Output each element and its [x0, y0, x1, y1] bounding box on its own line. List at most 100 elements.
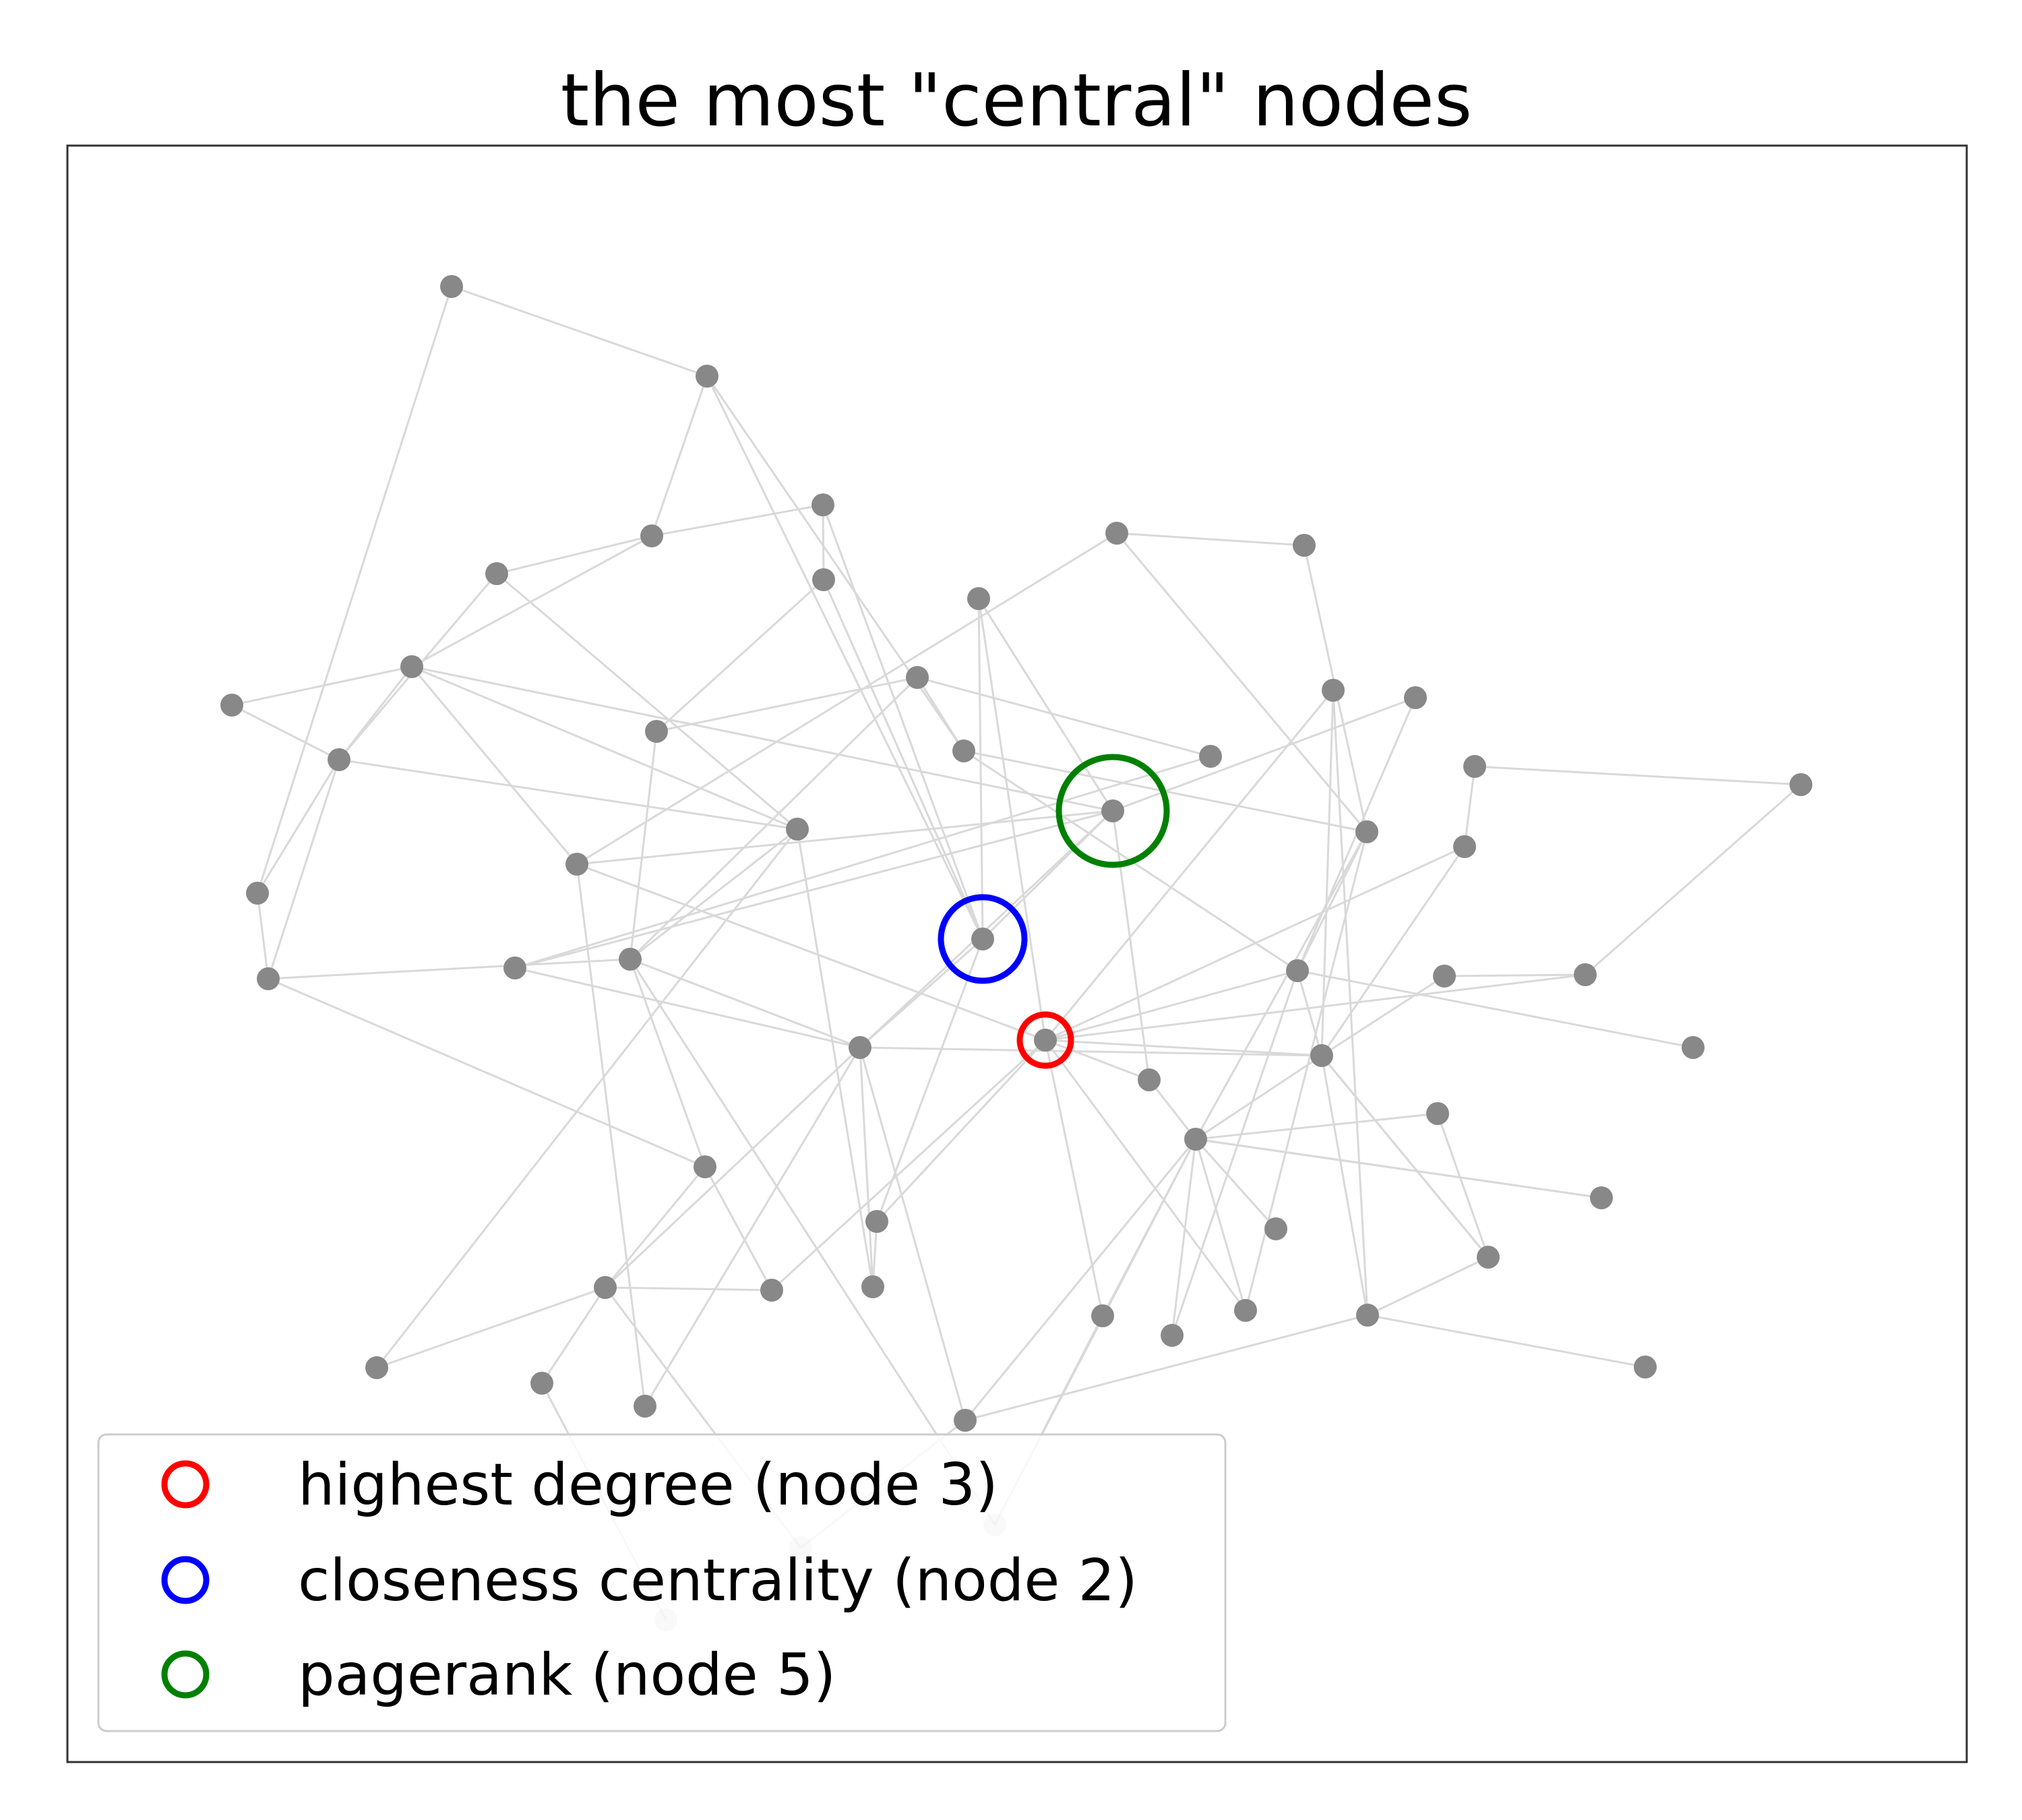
graph-edge [630, 958, 861, 1049]
graph-node [1091, 1304, 1114, 1327]
highlight-ring-pagerank [1055, 754, 1170, 868]
graph-edge [629, 731, 658, 960]
graph-edge [541, 1287, 607, 1384]
graph-node [811, 493, 834, 516]
graph-edge [576, 810, 1113, 866]
graph-node [634, 1395, 656, 1418]
legend-label-degree: highest degree (node 3) [298, 1451, 998, 1519]
graph-node [906, 666, 929, 689]
graph-node [1101, 799, 1124, 822]
highlight-ring-closeness [938, 894, 1028, 984]
graph-node [1477, 1246, 1500, 1269]
graph-edge [1115, 533, 1368, 832]
legend-marker-pagerank [161, 1650, 210, 1699]
graph-node [1574, 963, 1597, 986]
graph-edge [706, 375, 965, 752]
graph-edge [1045, 845, 1465, 1041]
graph-node [760, 1279, 783, 1302]
graph-edge [1320, 1055, 1369, 1316]
graph-edge [576, 863, 1046, 1041]
graph-node [865, 1210, 888, 1233]
graph-edge [876, 938, 984, 1222]
graph-edge [376, 1286, 606, 1369]
graph-edge [1171, 1139, 1197, 1336]
graph-edge [231, 665, 412, 706]
graph-node [696, 365, 718, 388]
graph-node [1590, 1186, 1613, 1209]
graph-node [1310, 1044, 1333, 1067]
graph-edge [655, 578, 825, 733]
graph-edge [651, 504, 824, 537]
legend-label-closeness: closeness centrality (node 2) [298, 1547, 1138, 1614]
graph-node [1433, 965, 1456, 988]
graph-edge [822, 504, 984, 940]
graph-edge [411, 665, 798, 830]
graph-edge [1320, 846, 1466, 1056]
graph-edge [514, 810, 1113, 969]
graph-edge [629, 676, 919, 961]
graph-edge [1195, 1112, 1438, 1141]
graph-edge [1367, 1256, 1489, 1316]
graph-edge [410, 666, 578, 865]
graph-edge [231, 704, 340, 761]
graph-node [849, 1036, 871, 1059]
graph-node [786, 818, 809, 841]
graph-edge [981, 810, 1114, 940]
graph-node [565, 853, 588, 876]
graph-edge [916, 677, 965, 752]
graph-edge [770, 1039, 1047, 1292]
graph-node [400, 655, 423, 678]
graph-edge [1044, 1039, 1104, 1316]
graph-node [328, 748, 350, 771]
graph-node [220, 694, 243, 717]
graph-node [1634, 1356, 1657, 1378]
graph-node [246, 882, 269, 905]
graph-node [440, 275, 463, 298]
graph-edge [656, 676, 918, 733]
graph-edge [1194, 831, 1368, 1140]
graph-node [1682, 1036, 1705, 1059]
graph-edge [859, 1047, 967, 1421]
graph-edge [644, 1047, 861, 1407]
graph-node [365, 1356, 388, 1379]
graph-edge [1044, 690, 1335, 1041]
graph-edge [411, 535, 652, 668]
graph-node [1463, 755, 1486, 778]
graph-node [1138, 1068, 1161, 1091]
graph-node [1404, 686, 1427, 709]
graph-edge [704, 1166, 773, 1291]
graph-edge [1444, 973, 1586, 977]
graph-node [594, 1276, 617, 1299]
graph-edge [822, 504, 825, 580]
graph-edge [1045, 1039, 1150, 1081]
graph-edge [256, 892, 270, 979]
graph-edge [1045, 973, 1586, 1041]
graph-edge [604, 1166, 706, 1288]
graph-edge [451, 285, 708, 377]
graph-node [1355, 820, 1378, 843]
graph-edge [1195, 1054, 1322, 1141]
graph-node [812, 568, 835, 591]
graph-edge [1194, 1139, 1247, 1311]
graph-edge [1321, 975, 1445, 1057]
graph-edge [917, 676, 1211, 758]
graph-node [694, 1155, 716, 1178]
graph-node [1105, 522, 1128, 545]
legend-marker-degree [161, 1460, 210, 1509]
highlight-rings-layer [938, 754, 1170, 1069]
graph-edge [268, 958, 631, 980]
graph-node [530, 1372, 553, 1395]
graph-edge [1320, 690, 1335, 1056]
graph-edge [1111, 810, 1151, 1081]
graph-node [503, 957, 526, 979]
legend-entry-closeness: closeness centrality (node 2) [161, 1547, 1138, 1614]
graph-node [1286, 959, 1309, 982]
legend: highest degree (node 3) closeness centra… [97, 1433, 1227, 1732]
graph-edge [1194, 1138, 1277, 1230]
graph-edge [576, 863, 646, 1407]
graph-edge [1148, 1079, 1197, 1140]
graph-edge [1297, 969, 1694, 1049]
graph-edge [859, 1046, 1322, 1057]
graph-node [967, 587, 990, 610]
